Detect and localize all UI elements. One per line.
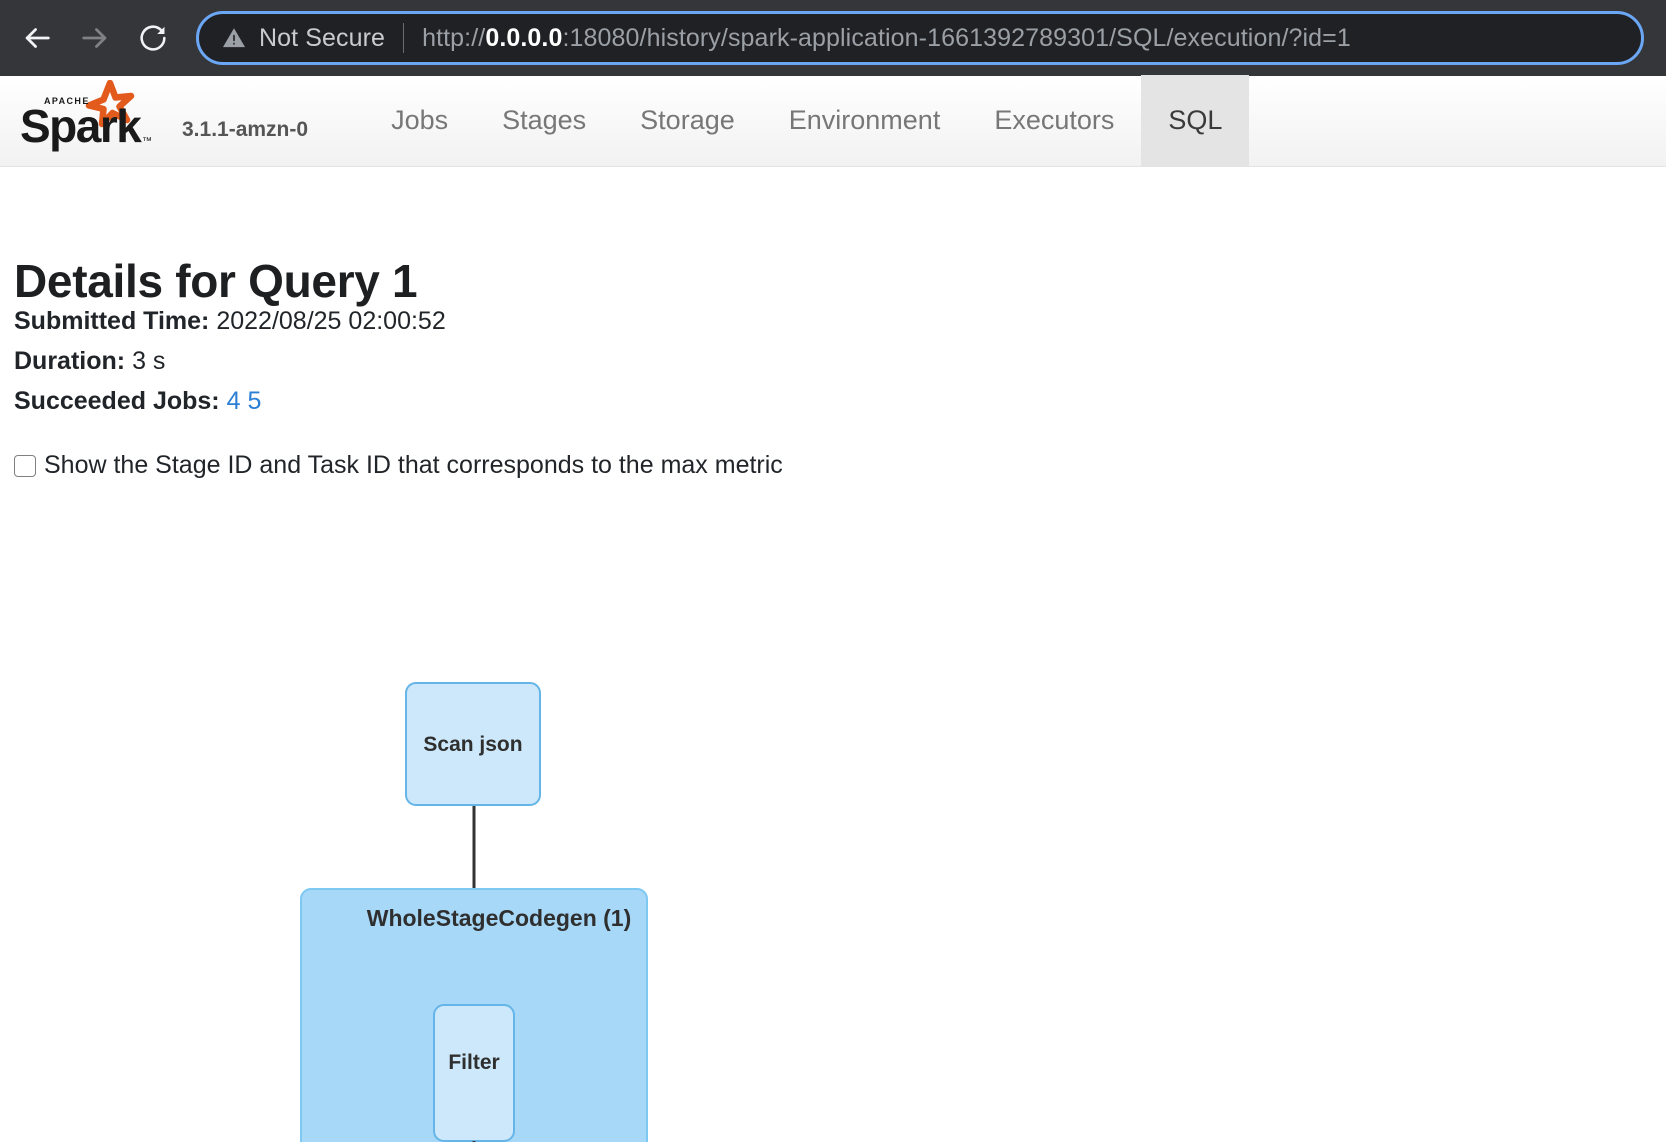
max-metric-checkbox[interactable] xyxy=(14,454,36,477)
url-text[interactable]: http://0.0.0.0:18080/history/spark-appli… xyxy=(422,24,1351,53)
spark-navbar: APACHE Spark ™ 3.1.1-amzn-0 Jobs Stages … xyxy=(0,75,1666,167)
browser-chrome: Not Secure http://0.0.0.0:18080/history/… xyxy=(0,0,1666,76)
dag-node-label-scan-json: Scan json xyxy=(423,733,522,756)
succeeded-jobs-label: Succeeded Jobs: xyxy=(14,387,220,415)
query-dag-visualization[interactable]: WholeStageCodegen (1) Filter Scan json xyxy=(0,497,1666,1142)
page-title: Details for Query 1 xyxy=(14,254,418,307)
svg-text:™: ™ xyxy=(142,136,152,147)
max-metric-checkbox-label: Show the Stage ID and Task ID that corre… xyxy=(44,451,783,479)
dag-node-filter[interactable]: Filter xyxy=(433,1004,515,1142)
tab-executors-label: Executors xyxy=(994,105,1115,135)
warning-triangle-icon xyxy=(221,25,247,51)
browser-nav-buttons xyxy=(0,0,182,76)
duration-row: Duration: 3 s xyxy=(14,347,165,376)
tab-jobs[interactable]: Jobs xyxy=(364,75,475,166)
svg-text:Spark: Spark xyxy=(20,100,142,152)
max-metric-toggle-row[interactable]: Show the Stage ID and Task ID that corre… xyxy=(14,451,783,480)
address-bar[interactable]: Not Secure http://0.0.0.0:18080/history/… xyxy=(196,11,1644,65)
tab-environment[interactable]: Environment xyxy=(762,75,968,166)
forward-button[interactable] xyxy=(66,9,124,67)
tab-executors[interactable]: Executors xyxy=(967,75,1141,166)
submitted-time-value: 2022/08/25 02:00:52 xyxy=(216,307,446,335)
dag-edge-continuation xyxy=(472,1141,476,1142)
tab-environment-label: Environment xyxy=(788,105,941,135)
duration-label: Duration: xyxy=(14,347,126,375)
spark-version-label: 3.1.1-amzn-0 xyxy=(182,118,309,141)
reload-icon xyxy=(137,22,169,54)
url-host: 0.0.0.0 xyxy=(485,23,563,52)
svg-text:APACHE: APACHE xyxy=(44,96,90,106)
url-scheme: http:// xyxy=(422,23,486,52)
tab-jobs-label: Jobs xyxy=(391,105,449,135)
dag-cluster-label-wholestagecodegen-1: WholeStageCodegen (1) xyxy=(367,905,632,931)
reload-button[interactable] xyxy=(124,9,182,67)
spark-logo-icon: APACHE Spark ™ xyxy=(14,80,164,152)
submitted-time-row: Submitted Time: 2022/08/25 02:00:52 xyxy=(14,307,446,336)
arrow-right-icon xyxy=(78,21,112,55)
tab-stages-label: Stages xyxy=(502,105,587,135)
submitted-time-label: Submitted Time: xyxy=(14,307,210,335)
spark-nav-tabs: Jobs Stages Storage Environment Executor… xyxy=(364,75,1250,166)
back-button[interactable] xyxy=(8,9,66,67)
tab-storage-label: Storage xyxy=(640,105,735,135)
tab-stages[interactable]: Stages xyxy=(475,75,613,166)
dag-node-label-filter: Filter xyxy=(448,1051,499,1074)
succeeded-job-link-4[interactable]: 4 xyxy=(226,387,241,415)
tab-sql[interactable]: SQL xyxy=(1141,75,1250,166)
tab-sql-label: SQL xyxy=(1168,105,1223,135)
arrow-left-icon xyxy=(20,21,54,55)
omnibox-divider xyxy=(403,23,405,53)
duration-value: 3 s xyxy=(132,347,166,375)
tab-storage[interactable]: Storage xyxy=(613,75,762,166)
succeeded-job-link-5[interactable]: 5 xyxy=(247,387,262,415)
url-path: :18080/history/spark-application-1661392… xyxy=(562,23,1351,52)
dag-node-scan-json[interactable]: Scan json xyxy=(405,682,541,806)
security-status-label: Not Secure xyxy=(259,23,386,52)
succeeded-jobs-row: Succeeded Jobs: 4 5 xyxy=(14,387,261,416)
spark-brand[interactable]: APACHE Spark ™ 3.1.1-amzn-0 xyxy=(0,75,308,166)
page-body: Details for Query 1 Submitted Time: 2022… xyxy=(0,167,1666,1142)
